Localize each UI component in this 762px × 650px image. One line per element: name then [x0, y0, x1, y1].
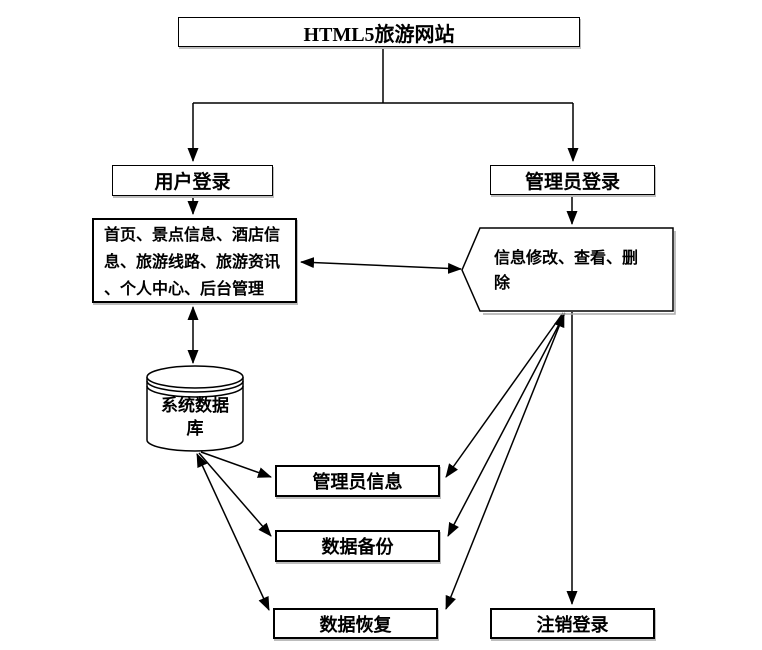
- arrow-database-recovery-bidirectional: [197, 453, 269, 611]
- admin-login-text: 管理员登录: [524, 171, 620, 193]
- node-logout: 注销登录: [490, 608, 655, 639]
- database-cylinder-shape: [147, 366, 243, 451]
- node-data-recovery: 数据恢复: [273, 608, 438, 639]
- arrow-database-to-backup: [199, 453, 272, 537]
- logout-text: 注销登录: [536, 614, 609, 635]
- node-user-login: 用户登录: [112, 165, 273, 196]
- node-data-backup: 数据备份: [275, 530, 440, 562]
- node-site-title: HTML5旅游网站: [178, 17, 580, 47]
- site-title-text: HTML5旅游网站: [303, 23, 455, 46]
- arrow-actions-recovery-bidirectional: [446, 313, 564, 610]
- node-user-modules: 首页、景点信息、酒店信息、旅游线路、旅游资讯、个人中心、后台管理: [92, 218, 297, 303]
- user-login-text: 用户登录: [154, 172, 231, 193]
- arrow-modules-actions-bidirectional: [300, 257, 462, 274]
- arrow-actions-to-admin-info: [446, 313, 563, 478]
- admin-info-text: 管理员信息: [312, 472, 403, 492]
- data-recovery-text: 数据恢复: [319, 614, 392, 635]
- node-admin-info: 管理员信息: [275, 465, 440, 497]
- node-admin-login: 管理员登录: [490, 165, 655, 195]
- arrow-database-to-admin-info: [201, 452, 272, 478]
- data-backup-text: 数据备份: [321, 537, 394, 557]
- pentagon-shadow: [483, 231, 675, 314]
- node-admin-actions-label: 信息修改、查看、删除: [494, 250, 639, 292]
- admin-actions-shape: [462, 228, 675, 314]
- node-database-label: 系统数据库: [161, 396, 229, 438]
- arrow-actions-to-backup: [448, 313, 565, 537]
